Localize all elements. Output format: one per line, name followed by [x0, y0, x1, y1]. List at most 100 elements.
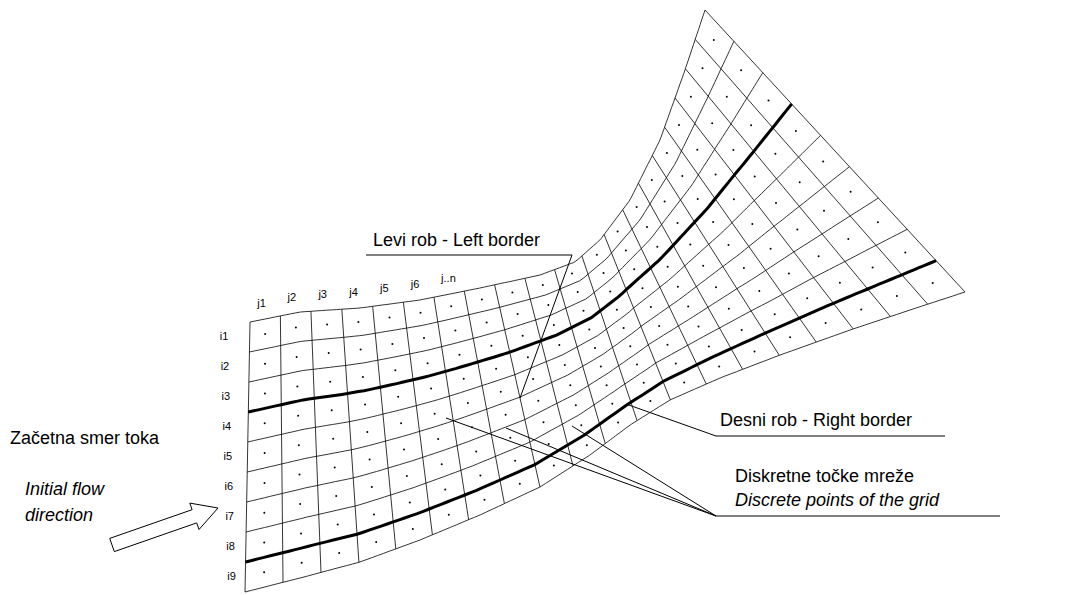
grid-point [860, 308, 862, 310]
grid-point [617, 231, 619, 233]
grid-point [872, 267, 874, 269]
grid-line [342, 309, 359, 562]
grid-point [696, 149, 698, 151]
grid-point [818, 255, 820, 257]
grid-point [732, 149, 734, 151]
grid-point [519, 483, 521, 485]
leader-line [506, 428, 716, 516]
grid-line [247, 198, 879, 502]
column-index: j..n [441, 272, 456, 285]
grid-point [454, 330, 456, 332]
grid-point [571, 273, 573, 275]
grid-line [248, 104, 791, 412]
grid-point [658, 325, 660, 327]
grid-point [711, 122, 713, 124]
grid-point [664, 201, 666, 203]
grid-point [547, 304, 549, 306]
grid-point [629, 345, 631, 347]
grid-line [623, 210, 707, 384]
grid-point [500, 391, 502, 393]
grid-point [649, 400, 651, 402]
grid-point [371, 486, 373, 488]
grid-point [264, 482, 266, 484]
grid-point [326, 324, 328, 326]
grid-line [434, 297, 469, 520]
grid-point [403, 449, 405, 451]
grid-point [514, 460, 516, 462]
grid-point [332, 438, 334, 440]
grid-point [263, 571, 265, 573]
grid-point [375, 541, 377, 543]
grid-point [329, 381, 331, 383]
grid-point [623, 327, 625, 329]
grid-point [490, 345, 492, 347]
grid-point [459, 354, 461, 356]
grid-point [740, 69, 742, 71]
grid-point [298, 444, 300, 446]
grid-point [264, 363, 266, 365]
grid-point [650, 306, 652, 308]
grid-line [705, 10, 965, 292]
callout-label: Initial flow direction [25, 476, 130, 528]
grid-point [611, 403, 613, 405]
grid-point [609, 290, 611, 292]
grid-line [373, 306, 396, 549]
grid-point [795, 130, 797, 132]
row-index: i4 [223, 420, 232, 433]
grid-point [678, 124, 680, 126]
grid-point [575, 404, 577, 406]
grid-point [616, 309, 618, 311]
grid-point [300, 532, 302, 534]
grid-point [450, 305, 452, 307]
grid-point [677, 222, 679, 224]
grid-point [754, 176, 756, 178]
grid-point [667, 266, 669, 268]
grid-point [702, 265, 704, 267]
grid-point [400, 422, 402, 424]
grid-point [364, 403, 366, 405]
grid-point [301, 562, 303, 564]
grid-point [718, 365, 720, 367]
right-border-line [246, 261, 937, 562]
grid-point [728, 244, 730, 246]
grid-point [366, 431, 368, 433]
grid-point [357, 321, 359, 323]
grid-line [665, 127, 817, 342]
callout-label: Discrete points of the grid [735, 490, 939, 512]
grid-point [823, 210, 825, 212]
grid-point [505, 414, 507, 416]
grid-line [280, 316, 283, 582]
grid-point [299, 474, 301, 476]
grid-point [296, 356, 298, 358]
grid-point [690, 96, 692, 98]
grid-point [625, 249, 627, 251]
grid-point [588, 328, 590, 330]
grid-point [423, 337, 425, 339]
grid-point [743, 267, 745, 269]
grid-point [750, 124, 752, 126]
grid-point [299, 503, 301, 505]
grid-point [651, 179, 653, 181]
grid-point [713, 39, 715, 41]
grid-line [525, 278, 573, 466]
grid-point [825, 322, 827, 324]
grid-point [444, 488, 446, 490]
grid-line [311, 311, 321, 572]
grid-point [580, 424, 582, 426]
grid-point [337, 524, 339, 526]
grid-line [249, 41, 734, 352]
grid-line [582, 256, 637, 421]
grid-point [600, 366, 602, 368]
grid-point [511, 291, 513, 293]
grid-line [403, 302, 432, 535]
grid-point [677, 286, 679, 288]
grid-point [656, 246, 658, 248]
grid-point [877, 221, 879, 223]
grid-point [420, 312, 422, 314]
grid-point [698, 326, 700, 328]
grid-point [633, 268, 635, 270]
grid-point [751, 223, 753, 225]
grid-point [335, 495, 337, 497]
row-index: i5 [224, 450, 233, 463]
grid-point [708, 346, 710, 348]
